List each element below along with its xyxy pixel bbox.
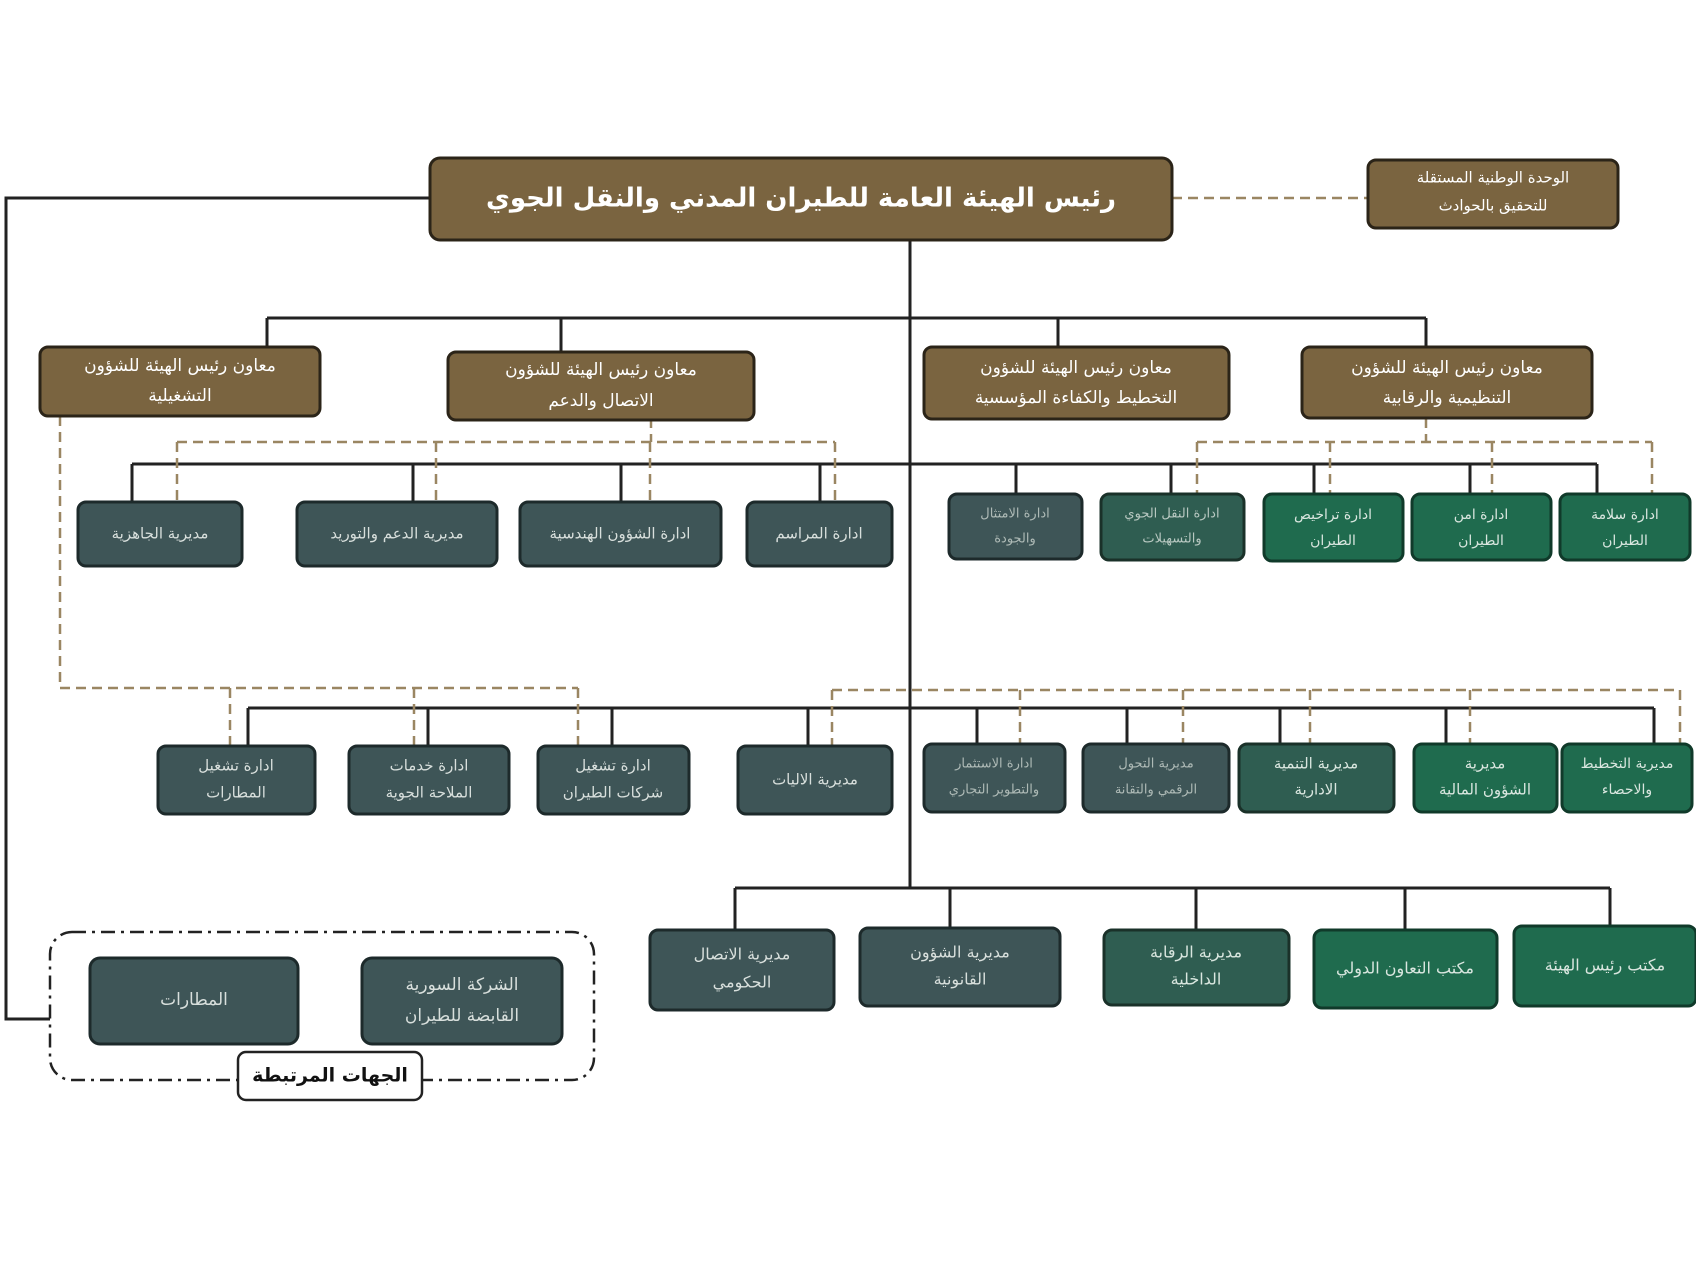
node-licensing-line2: الطيران: [1310, 533, 1356, 549]
related-entities-frame: [48, 930, 596, 1082]
node-internal-audit-line2: الداخلية: [1171, 970, 1222, 989]
deputy-communication-line1: معاون رئيس الهيئة للشؤون: [505, 360, 697, 380]
node-internal-audit-line1: مديرية الرقابة: [1150, 943, 1242, 963]
node-readiness-directorate[interactable]: مديرية الجاهزية: [76, 500, 244, 568]
node-planning-stats-line1: مديرية التخطيط: [1581, 756, 1674, 772]
node-president-office[interactable]: مكتب رئيس الهيئة: [1512, 924, 1696, 1008]
deputy-regulatory-line2: التنظيمية والرقابية: [1383, 388, 1512, 408]
node-finance-directorate[interactable]: مديرية الشؤون المالية: [1412, 742, 1559, 814]
related-airports[interactable]: المطارات: [88, 956, 300, 1046]
node-investment-line2: والتطوير التجاري: [949, 783, 1039, 798]
node-engineering-admin[interactable]: ادارة الشؤون الهندسية: [518, 500, 723, 568]
node-intl-coop-line1: مكتب التعاون الدولي: [1336, 959, 1474, 979]
node-air-nav-line1: ادارة خدمات: [390, 757, 469, 775]
deputy-operational-line1: معاون رئيس الهيئة للشؤون: [84, 356, 276, 376]
investigation-unit-box[interactable]: الوحدة الوطنية المستقلة للتحقيق بالحوادث: [1366, 158, 1620, 230]
investigation-unit-line2: للتحقيق بالحوادث: [1439, 197, 1548, 215]
node-protocol-line1: ادارة المراسم: [775, 525, 862, 543]
related-holding-line1: الشركة السورية: [406, 975, 519, 995]
node-security-line1: ادارة امن: [1454, 507, 1509, 523]
node-legal-directorate[interactable]: مديرية الشؤون القانونية: [858, 926, 1062, 1008]
node-readiness-line1: مديرية الجاهزية: [112, 525, 209, 543]
node-gov-comm-line1: مديرية الاتصال: [694, 945, 791, 965]
node-safety-admin[interactable]: ادارة سلامة الطيران: [1558, 492, 1692, 562]
node-finance-line2: الشؤون المالية: [1439, 781, 1531, 799]
node-licensing-line1: ادارة تراخيص: [1294, 507, 1372, 523]
president-title: رئيس الهيئة العامة للطيران المدني والنقل…: [486, 184, 1116, 214]
node-finance-line1: مديرية: [1465, 755, 1506, 773]
deputy-planning-line1: معاون رئيس الهيئة للشؤون: [980, 358, 1172, 378]
node-internal-audit[interactable]: مديرية الرقابة الداخلية: [1102, 928, 1291, 1007]
deputy-regulatory[interactable]: معاون رئيس الهيئة للشؤون التنظيمية والرق…: [1300, 345, 1594, 420]
node-digital-line1: مديرية التحول: [1118, 757, 1193, 772]
node-protocol-admin[interactable]: ادارة المراسم: [745, 500, 894, 568]
node-airports-op-line1: ادارة تشغيل: [198, 757, 274, 775]
node-admin-dev-line1: مديرية التنمية: [1274, 755, 1358, 773]
node-security-line2: الطيران: [1458, 533, 1504, 549]
node-airlines-op-line1: ادارة تشغيل: [575, 757, 651, 775]
solid-connectors: [4, 196, 1656, 1021]
node-intl-cooperation[interactable]: مكتب التعاون الدولي: [1312, 928, 1499, 1010]
node-planning-stats-line2: والاحصاء: [1602, 782, 1652, 798]
node-planning-stats[interactable]: مديرية التخطيط والاحصاء: [1560, 742, 1694, 814]
node-admin-dev-line2: الادارية: [1294, 781, 1337, 799]
node-legal-line2: القانونية: [934, 970, 987, 990]
node-gov-comm-line2: الحكومي: [713, 973, 772, 993]
node-security-admin[interactable]: ادارة امن الطيران: [1410, 492, 1553, 562]
node-air-navigation[interactable]: ادارة خدمات الملاحة الجوية: [347, 744, 511, 816]
deputy-communication-line2: الاتصال والدعم: [548, 391, 653, 411]
related-holding-company[interactable]: الشركة السورية القابضة للطيران: [360, 956, 564, 1046]
deputy-planning-line2: التخطيط والكفاءة المؤسسية: [975, 388, 1177, 408]
node-safety-line1: ادارة سلامة: [1591, 507, 1659, 523]
node-president-office-line1: مكتب رئيس الهيئة: [1545, 956, 1665, 976]
node-legal-line1: مديرية الشؤون: [910, 943, 1010, 963]
deputy-operational[interactable]: معاون رئيس الهيئة للشؤون التشغيلية: [38, 345, 322, 418]
deputy-operational-line2: التشغيلية: [148, 386, 211, 406]
node-vehicles-directorate[interactable]: مديرية الاليات: [736, 744, 894, 816]
node-compliance-admin[interactable]: ادارة الامتثال والجودة: [947, 492, 1084, 561]
deputy-communication[interactable]: معاون رئيس الهيئة للشؤون الاتصال والدعم: [446, 350, 756, 422]
related-entities-label: الجهات المرتبطة: [236, 1050, 424, 1102]
node-investment-line1: ادارة الاستثمار: [954, 757, 1033, 772]
node-admin-development[interactable]: مديرية التنمية الادارية: [1237, 742, 1396, 814]
node-air-transport-admin[interactable]: ادارة النقل الجوي والتسهيلات: [1099, 492, 1246, 562]
related-airports-line1: المطارات: [160, 990, 228, 1010]
node-air-nav-line2: الملاحة الجوية: [386, 784, 473, 802]
node-airlines-operation[interactable]: ادارة تشغيل شركات الطيران: [536, 744, 691, 816]
node-airports-op-line2: المطارات: [206, 784, 266, 802]
dashed-connectors: [58, 196, 1682, 746]
node-airports-operation[interactable]: ادارة تشغيل المطارات: [156, 744, 317, 816]
node-digital-line2: الرقمي والتقانة: [1115, 783, 1197, 798]
deputy-regulatory-line1: معاون رئيس الهيئة للشؤون: [1351, 358, 1543, 378]
president-box[interactable]: رئيس الهيئة العامة للطيران المدني والنقل…: [428, 156, 1174, 242]
node-licensing-admin[interactable]: ادارة تراخيص الطيران: [1262, 492, 1405, 563]
node-support-line1: مديرية الدعم والتوريد: [330, 525, 463, 543]
node-compliance-line1: ادارة الامتثال: [980, 507, 1049, 522]
node-air-transport-line2: والتسهيلات: [1142, 532, 1201, 547]
node-gov-communication[interactable]: مديرية الاتصال الحكومي: [648, 928, 836, 1012]
deputy-planning[interactable]: معاون رئيس الهيئة للشؤون التخطيط والكفاء…: [922, 345, 1231, 421]
related-holding-line2: القابضة للطيران: [405, 1006, 519, 1026]
related-entities-label-text: الجهات المرتبطة: [252, 1065, 408, 1087]
node-engineering-line1: ادارة الشؤون الهندسية: [550, 525, 691, 543]
node-digital-directorate[interactable]: مديرية التحول الرقمي والتقانة: [1081, 742, 1231, 814]
node-support-directorate[interactable]: مديرية الدعم والتوريد: [295, 500, 499, 568]
investigation-unit-line1: الوحدة الوطنية المستقلة: [1417, 169, 1569, 187]
node-vehicles-line1: مديرية الاليات: [772, 771, 858, 789]
node-airlines-op-line2: شركات الطيران: [563, 784, 663, 802]
node-investment-admin[interactable]: ادارة الاستثمار والتطوير التجاري: [922, 742, 1067, 814]
node-safety-line2: الطيران: [1602, 533, 1648, 549]
node-air-transport-line1: ادارة النقل الجوي: [1124, 507, 1219, 522]
node-compliance-line2: والجودة: [994, 532, 1036, 547]
